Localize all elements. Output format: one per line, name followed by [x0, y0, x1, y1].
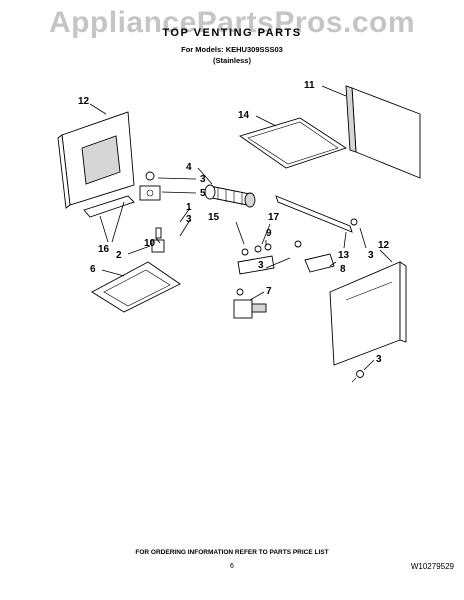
callout-6: 6 [90, 264, 96, 275]
page-title: TOP VENTING PARTS [162, 27, 302, 39]
ordering-note: FOR ORDERING INFORMATION REFER TO PARTS … [135, 549, 329, 556]
callout-5: 5 [200, 188, 206, 199]
callout-17: 17 [268, 212, 280, 223]
bracket-16 [83, 195, 135, 218]
top-panel-14 [238, 117, 348, 169]
rear-panel-11 [345, 85, 421, 179]
switch-7 [233, 288, 267, 319]
document-number: W10279529 [410, 562, 454, 571]
callout-3-c: 3 [368, 250, 374, 261]
callout-12-lower: 12 [378, 240, 390, 251]
callout-8: 8 [340, 264, 346, 275]
callout-11: 11 [304, 80, 315, 91]
latch-2 [151, 227, 165, 253]
side-panel-right [329, 261, 407, 366]
blower-4 [204, 184, 256, 208]
callout-15: 15 [208, 212, 220, 223]
callout-10: 10 [144, 238, 156, 249]
callout-9: 9 [266, 228, 272, 239]
callout-4: 4 [186, 162, 192, 173]
callout-3-b: 3 [186, 214, 192, 225]
callout-7: 7 [266, 286, 272, 297]
bottom-panel-6 [91, 261, 181, 313]
callout-3-d: 3 [258, 260, 264, 271]
relay-8 [294, 240, 335, 273]
callout-16: 16 [98, 244, 110, 255]
callout-14: 14 [238, 110, 250, 121]
callout-2: 2 [116, 250, 122, 261]
terminal-block-9 [237, 243, 275, 275]
screw-3-lower [351, 370, 364, 383]
rail-13 [275, 195, 358, 233]
finish-line: (Stainless) [213, 56, 251, 65]
side-panel-left [57, 111, 135, 209]
fan-bracket-5 [139, 171, 161, 201]
page-number: 6 [230, 563, 234, 570]
callout-13: 13 [338, 250, 350, 261]
callout-3-a: 3 [200, 174, 206, 185]
leader-lines [89, 85, 393, 371]
model-subtitle: For Models: KEHU309SSS03 (Stainless) [0, 44, 464, 66]
callout-12-upper: 12 [78, 96, 90, 107]
watermark-logo: AppliancePartsPros.com [48, 6, 416, 39]
models-line: For Models: KEHU309SSS03 [181, 45, 283, 54]
callout-1: 1 [186, 202, 192, 213]
callout-3-e: 3 [376, 354, 382, 365]
